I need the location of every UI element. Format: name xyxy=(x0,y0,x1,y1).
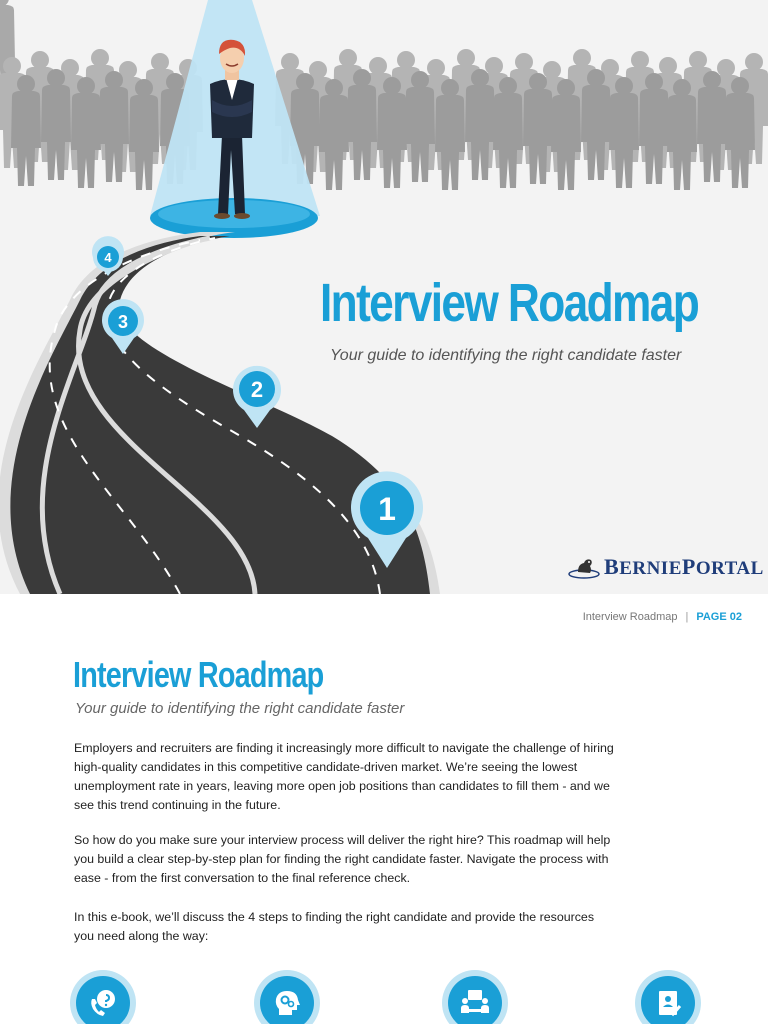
page-header: Interview Roadmap | PAGE 02 xyxy=(583,611,742,623)
head-gears-icon xyxy=(254,970,320,1024)
cover-subtitle: Your guide to identifying the right cand… xyxy=(330,347,682,364)
page-subtitle: Your guide to identifying the right cand… xyxy=(75,700,405,717)
cover-title: Interview Roadmap xyxy=(320,273,700,333)
milestone-pin-3 xyxy=(102,299,144,354)
businessman-figure xyxy=(210,39,254,219)
header-separator: | xyxy=(685,611,689,623)
dog-logo-icon xyxy=(566,554,602,580)
milestone-label-2: 2 xyxy=(251,377,263,402)
milestone-pin-1 xyxy=(351,471,423,568)
intro-paragraph-2: So how do you make sure your interview p… xyxy=(74,833,611,885)
header-page-number: PAGE 02 xyxy=(696,611,742,623)
page-title: Interview Roadmap xyxy=(73,654,324,695)
cover-illustration: 1 2 3 4 xyxy=(0,0,768,594)
logo-wordmark: BERNIEPORTAL xyxy=(604,554,764,579)
bernieportal-logo: BERNIEPORTAL xyxy=(566,552,764,582)
meeting-icon xyxy=(442,970,508,1024)
cover-page: 1 2 3 4 Interview Roadmap Your guide to … xyxy=(0,0,768,594)
milestone-label-4: 4 xyxy=(104,250,112,265)
intro-paragraph-1: Employers and recruiters are finding it … xyxy=(74,741,614,812)
milestone-pin-4 xyxy=(92,236,125,276)
header-doc-name: Interview Roadmap xyxy=(582,611,678,623)
reference-check-icon xyxy=(635,970,701,1024)
milestone-label-1: 1 xyxy=(378,491,396,527)
phone-chat-icon xyxy=(70,970,136,1024)
intro-paragraph-3: In this e-book, we’ll discuss the 4 step… xyxy=(74,910,595,943)
milestone-pin-2 xyxy=(233,365,282,428)
milestone-label-3: 3 xyxy=(118,312,128,332)
